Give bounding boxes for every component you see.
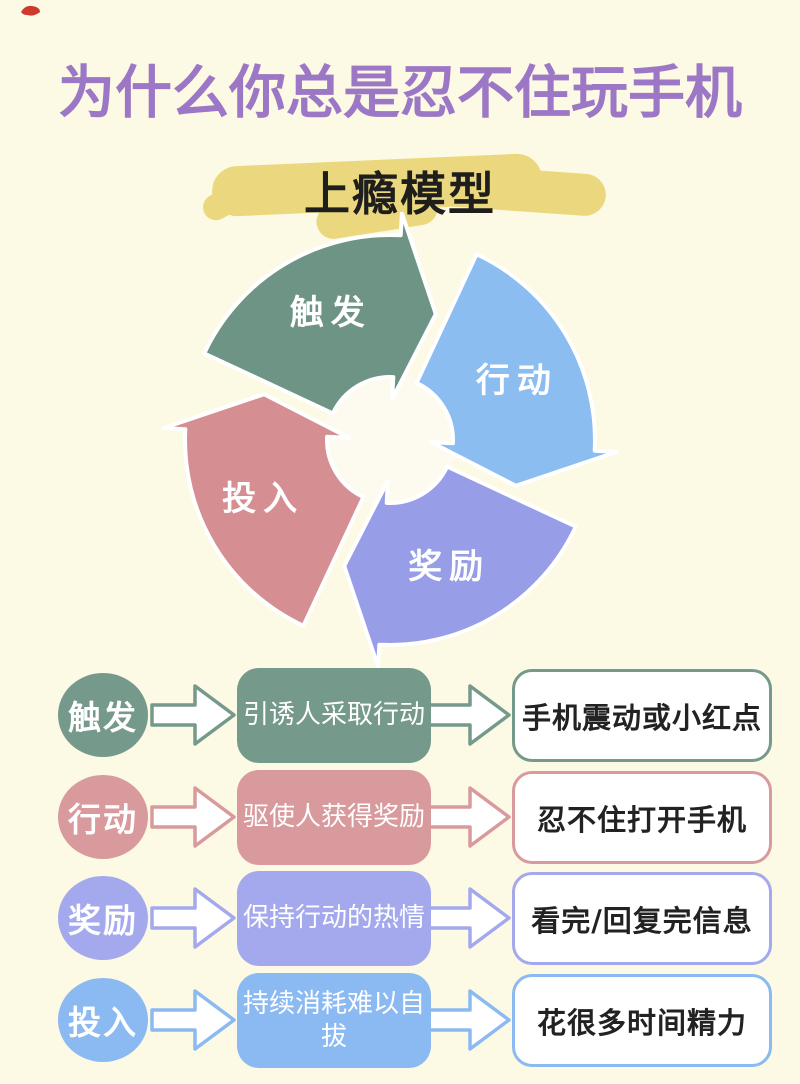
flow-arrow-icon xyxy=(150,786,236,848)
mechanism-text: 引诱人采取行动 xyxy=(242,700,425,731)
stage-circle: 触发 xyxy=(58,673,148,757)
flow-row: 触发 引诱人采取行动 手机震动或小红点 xyxy=(58,668,772,763)
example-text: 看完/回复完信息 xyxy=(531,903,753,938)
cycle-segment-label: 投入 xyxy=(222,479,304,519)
corner-mark-icon xyxy=(21,5,40,16)
stage-label: 奖励 xyxy=(68,901,138,940)
mechanism-text: 驱使人获得奖励 xyxy=(242,802,425,833)
example-text: 花很多时间精力 xyxy=(536,1005,747,1040)
example-box: 忍不住打开手机 xyxy=(512,771,772,864)
subtitle: 上瘾模型 xyxy=(304,167,496,221)
flow-arrow-icon xyxy=(150,887,236,949)
flow-row: 行动 驱使人获得奖励 忍不住打开手机 xyxy=(58,770,772,865)
cycle-arrow-segment xyxy=(342,464,578,668)
cycle-segment-label: 触发 xyxy=(290,293,372,333)
cycle-segment-label: 行动 xyxy=(476,361,558,401)
flow-arrow-icon xyxy=(425,887,511,949)
cycle-segment-label: 奖励 xyxy=(408,547,490,587)
example-text: 忍不住打开手机 xyxy=(536,802,747,837)
page-title: 为什么你总是忍不住玩手机 xyxy=(58,60,742,126)
flow-arrow-icon xyxy=(425,786,511,848)
flow-row: 投入 持续消耗难以自拔 花很多时间精力 xyxy=(58,973,772,1068)
stage-circle: 行动 xyxy=(58,775,148,859)
mechanism-box: 保持行动的热情 xyxy=(237,871,431,966)
flow-arrow-icon xyxy=(150,989,236,1051)
stage-circle: 投入 xyxy=(58,978,148,1062)
cycle-arrow-segment xyxy=(414,252,619,488)
mechanism-text: 保持行动的热情 xyxy=(242,903,425,934)
mechanism-box: 驱使人获得奖励 xyxy=(237,770,431,865)
flow-arrow-icon xyxy=(425,989,511,1051)
mechanism-box: 引诱人采取行动 xyxy=(237,668,431,763)
example-box: 手机震动或小红点 xyxy=(512,669,772,762)
stage-label: 触发 xyxy=(68,698,138,737)
flow-arrow-icon xyxy=(425,684,511,746)
cycle-arrow-segment xyxy=(161,392,366,628)
example-box: 花很多时间精力 xyxy=(512,974,772,1067)
stage-label: 投入 xyxy=(68,1003,138,1042)
stage-label: 行动 xyxy=(68,800,138,839)
mechanism-box: 持续消耗难以自拔 xyxy=(237,973,431,1068)
flow-row: 奖励 保持行动的热情 看完/回复完信息 xyxy=(58,871,772,966)
wheel-center xyxy=(323,373,457,507)
cycle-arrow-segment xyxy=(202,212,438,416)
example-box: 看完/回复完信息 xyxy=(512,872,772,965)
mechanism-text: 持续消耗难以自拔 xyxy=(242,989,425,1052)
stage-circle: 奖励 xyxy=(58,876,148,960)
example-text: 手机震动或小红点 xyxy=(521,700,762,735)
subtitle-section: 上瘾模型 xyxy=(0,148,800,248)
flow-arrow-icon xyxy=(150,684,236,746)
